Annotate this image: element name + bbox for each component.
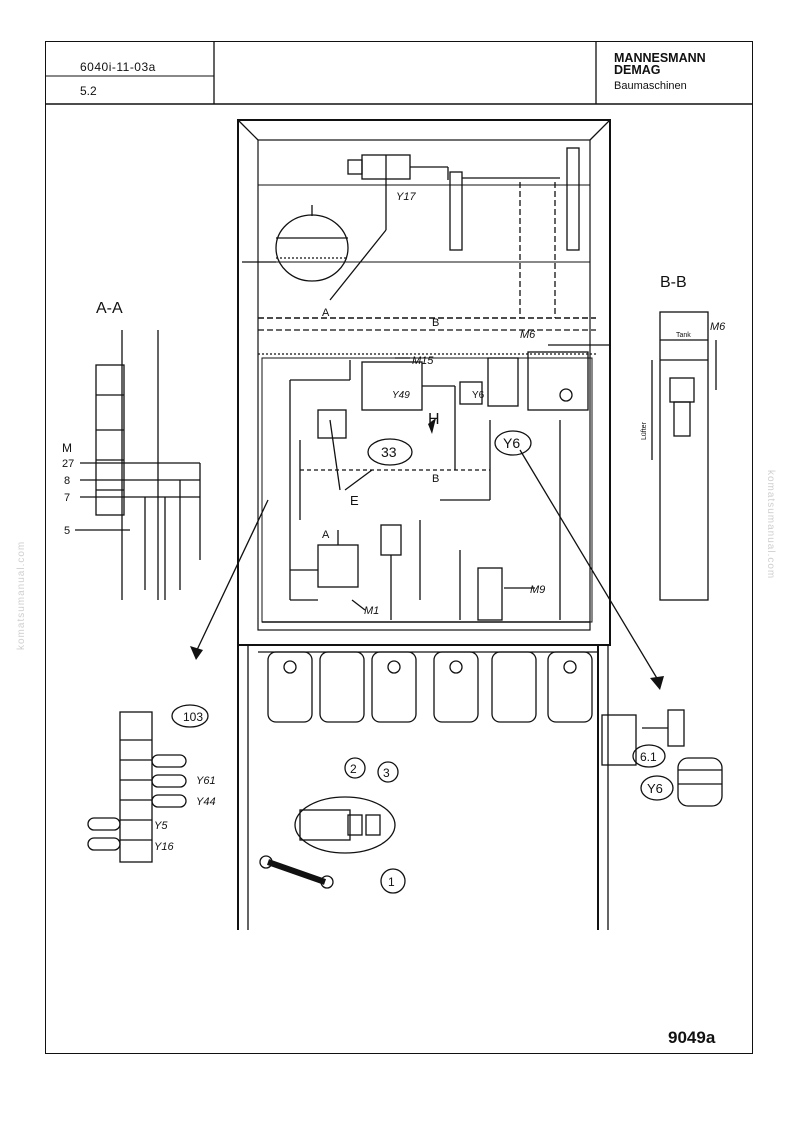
view-bb-title: B-B (660, 274, 687, 291)
callout-y6-circle (494, 430, 532, 456)
callout-61: 6.1 (640, 750, 657, 764)
internal-piping (261, 344, 610, 623)
callout-y6: Y6 (503, 435, 520, 451)
label-tank: Tank (676, 332, 691, 339)
cabinet-frame (237, 119, 611, 930)
view-aa-title: A-A (96, 300, 123, 317)
arrow-head-aa (190, 646, 203, 660)
section-bb-view (651, 311, 717, 601)
label-b-top: B (432, 317, 439, 329)
label-y61: Y61 (196, 775, 216, 787)
callout-y6b-circle (640, 775, 674, 801)
callout-2: 2 (350, 762, 357, 776)
label-7: 7 (64, 492, 70, 504)
label-m1: M1 (364, 605, 379, 617)
callout-1-circle (380, 868, 406, 894)
section-number: 5.2 (80, 84, 97, 98)
figure-number: 9049a (668, 1028, 716, 1047)
label-y49: Y49 (392, 390, 410, 401)
document-code: 6040i-11-03a (80, 60, 156, 74)
callout-3: 3 (383, 766, 390, 780)
wrench-tool (259, 855, 334, 889)
drawing-frame (45, 41, 753, 1054)
label-e: E (350, 493, 359, 508)
brand-name-2: DEMAG (614, 63, 661, 77)
label-m: M (62, 441, 72, 455)
hose-fitting-detail (294, 796, 396, 854)
label-27: 27 (62, 458, 74, 470)
callout-3-circle (377, 761, 399, 783)
label-y16: Y16 (154, 841, 174, 853)
top-bars (449, 147, 580, 318)
label-m6-bb: M6 (710, 321, 726, 333)
callout-103: 103 (183, 710, 203, 724)
label-a-lower: A (322, 529, 330, 541)
solenoid-detail (601, 709, 723, 807)
label-5: 5 (64, 525, 70, 537)
callout-2-circle (344, 757, 366, 779)
label-y6-inner: Y6 (472, 390, 485, 401)
callout-103-circle (171, 704, 209, 728)
label-m9: M9 (530, 584, 545, 596)
label-y44: Y44 (196, 796, 216, 808)
valve-block-103 (87, 711, 187, 863)
marker-h (428, 418, 436, 434)
callout-33-circle (367, 438, 413, 466)
label-b-mid: B (432, 473, 439, 485)
label-m15: M15 (412, 355, 434, 367)
label-8: 8 (64, 475, 70, 487)
callout-y6b: Y6 (647, 781, 663, 796)
arrow-head-bb (650, 676, 664, 690)
label-y5: Y5 (154, 820, 168, 832)
filter-row (258, 651, 598, 723)
brand-logo: MANNESMANN DEMAG (614, 51, 706, 77)
brand-name: MANNESMANN (614, 51, 706, 65)
label-lufter: Lüfter (641, 421, 648, 440)
label-m6-main: M6 (520, 329, 536, 341)
label-a-top: A (322, 307, 330, 319)
callout-1: 1 (388, 875, 395, 889)
callout-61-circle (632, 744, 666, 768)
callout-33: 33 (381, 444, 397, 460)
label-y17: Y17 (396, 191, 416, 203)
section-aa-view (75, 330, 201, 600)
valve-y17 (329, 154, 449, 301)
leader-arrows (195, 357, 659, 681)
label-h: H (428, 411, 440, 428)
brand-subtitle: Baumaschinen (614, 80, 687, 92)
accumulator (242, 205, 349, 282)
